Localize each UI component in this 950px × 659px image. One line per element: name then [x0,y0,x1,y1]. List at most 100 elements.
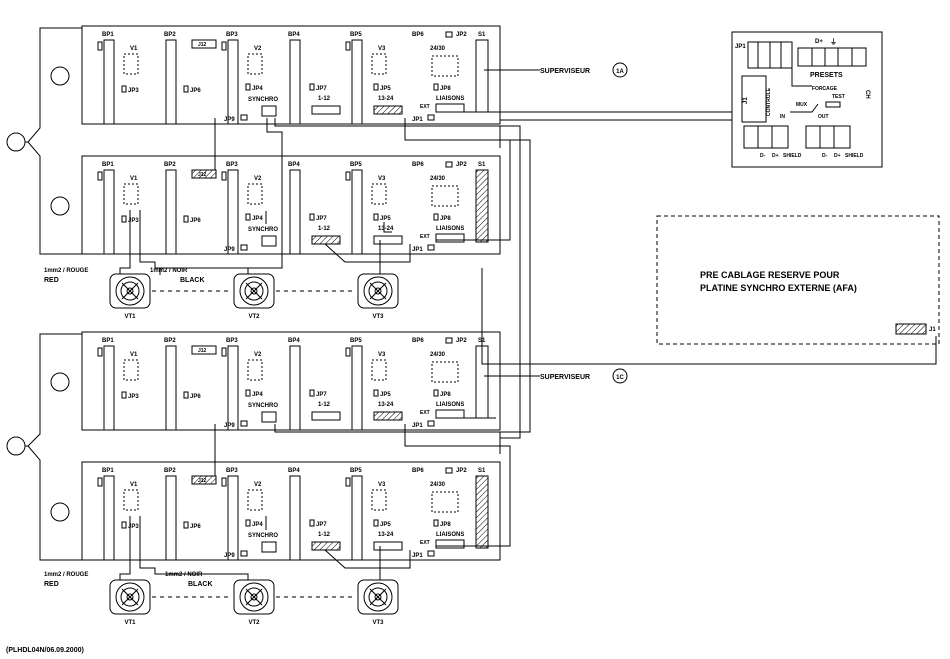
card-slot [289,169,301,255]
bp-label: BP6 [412,162,424,168]
panel-j1-label: J1 [743,97,749,104]
v-socket [431,361,459,383]
j12-connector [191,169,217,179]
jp2-label: JP2 [456,468,467,474]
bp-label: BP6 [412,338,424,344]
v-socket [247,359,263,381]
interconnect-wires [119,69,937,581]
jumper [97,41,103,51]
card-slot [351,39,363,125]
presets-panel: JP1 D+ ⏚ PRESETS CH FORCAGE TEST MUX IN … [731,31,883,168]
wire-rouge-label: 1mm2 / ROUGE [44,572,88,578]
fan-icon [109,579,151,615]
jp1-label: JP1 [412,423,423,429]
v-socket [247,183,263,205]
v-socket [371,53,387,75]
range-13-24-label: 13-24 [378,532,394,538]
jp6-label: JP6 [190,88,201,94]
range-24-30-label: 24/30 [430,482,446,488]
jumper [240,420,248,427]
range-24-30-label: 24/30 [430,352,446,358]
jumper [240,114,248,121]
v-socket [123,359,139,381]
jumper [121,521,127,529]
jp9-label: JP9 [224,553,235,559]
superviseur-1c-label: SUPERVISEUR [540,374,590,381]
bp-label: BP2 [164,468,176,474]
v-label: V2 [254,46,262,52]
jp9-label: JP9 [224,423,235,429]
controle-label: CONTROLE [766,87,772,116]
jp3-label: JP3 [128,524,139,530]
bp-label: BP3 [226,338,238,344]
bp-label: BP5 [350,162,362,168]
bp-label: BP4 [288,162,300,168]
j12-label: J12 [198,172,207,178]
jp1-label: JP1 [412,247,423,253]
jumper [445,161,453,168]
jp4-label: JP4 [252,392,263,398]
jumper [433,519,439,527]
s1-label: S1 [478,32,486,38]
jp8-label: JP8 [440,216,451,222]
range-13-24-label: 13-24 [378,96,394,102]
jumper [309,389,315,397]
jp2-label: JP2 [456,162,467,168]
fan-label: VT2 [248,620,260,626]
synchro-connector [261,105,277,117]
liaisons-connector [435,409,465,419]
card-slot [165,39,177,125]
presets-label: PRESETS [810,72,843,79]
jumper [245,213,251,221]
range-1-12-label: 1-12 [318,402,331,408]
card-slot [165,345,177,431]
range-13-24-label: 13-24 [378,402,394,408]
forcage-label: FORCAGE [812,86,838,92]
j12-connector [191,345,217,355]
wire-red-label: RED [44,277,59,284]
range-1-12-connector [311,235,341,245]
bus-out-terminal [805,125,851,149]
card-slot [227,39,239,125]
range-24-30-label: 24/30 [430,176,446,182]
v-socket [247,53,263,75]
synchro-connector [261,235,277,247]
jumper [183,521,189,529]
v-socket [431,55,459,77]
jp2-label: JP2 [456,32,467,38]
j12-label: J12 [198,478,207,484]
bp-label: BP5 [350,32,362,38]
reserve-j1-connector [895,323,927,335]
jp5-label: JP5 [380,522,391,528]
jp7-label: JP7 [316,216,327,222]
jumper [373,519,379,527]
fan-icon [109,273,151,309]
synchro-connector [261,541,277,553]
liaisons-label: LIAISONS [436,226,464,232]
jumper [121,215,127,223]
range-1-12-connector [311,541,341,551]
jumper [427,114,435,121]
s1-connector [475,39,489,113]
jp7-label: JP7 [316,392,327,398]
j12-label: J12 [198,42,207,48]
jp5-label: JP5 [380,86,391,92]
fan-icon [233,273,275,309]
range-13-24-connector [373,541,403,551]
jumper [221,347,227,357]
liaisons-connector [435,539,465,549]
jumper [427,420,435,427]
jumper [309,83,315,91]
fan-label: VT1 [124,314,136,320]
jumper [373,83,379,91]
jp1-label: JP1 [412,117,423,123]
ext-label: EXT [420,234,430,240]
bp-label: BP1 [102,468,114,474]
superviseur-1a-label: SUPERVISEUR [540,68,590,75]
jp7-label: JP7 [316,86,327,92]
range-1-12-connector [311,411,341,421]
v-socket [371,359,387,381]
j12-label: J12 [198,348,207,354]
card-slot [289,39,301,125]
